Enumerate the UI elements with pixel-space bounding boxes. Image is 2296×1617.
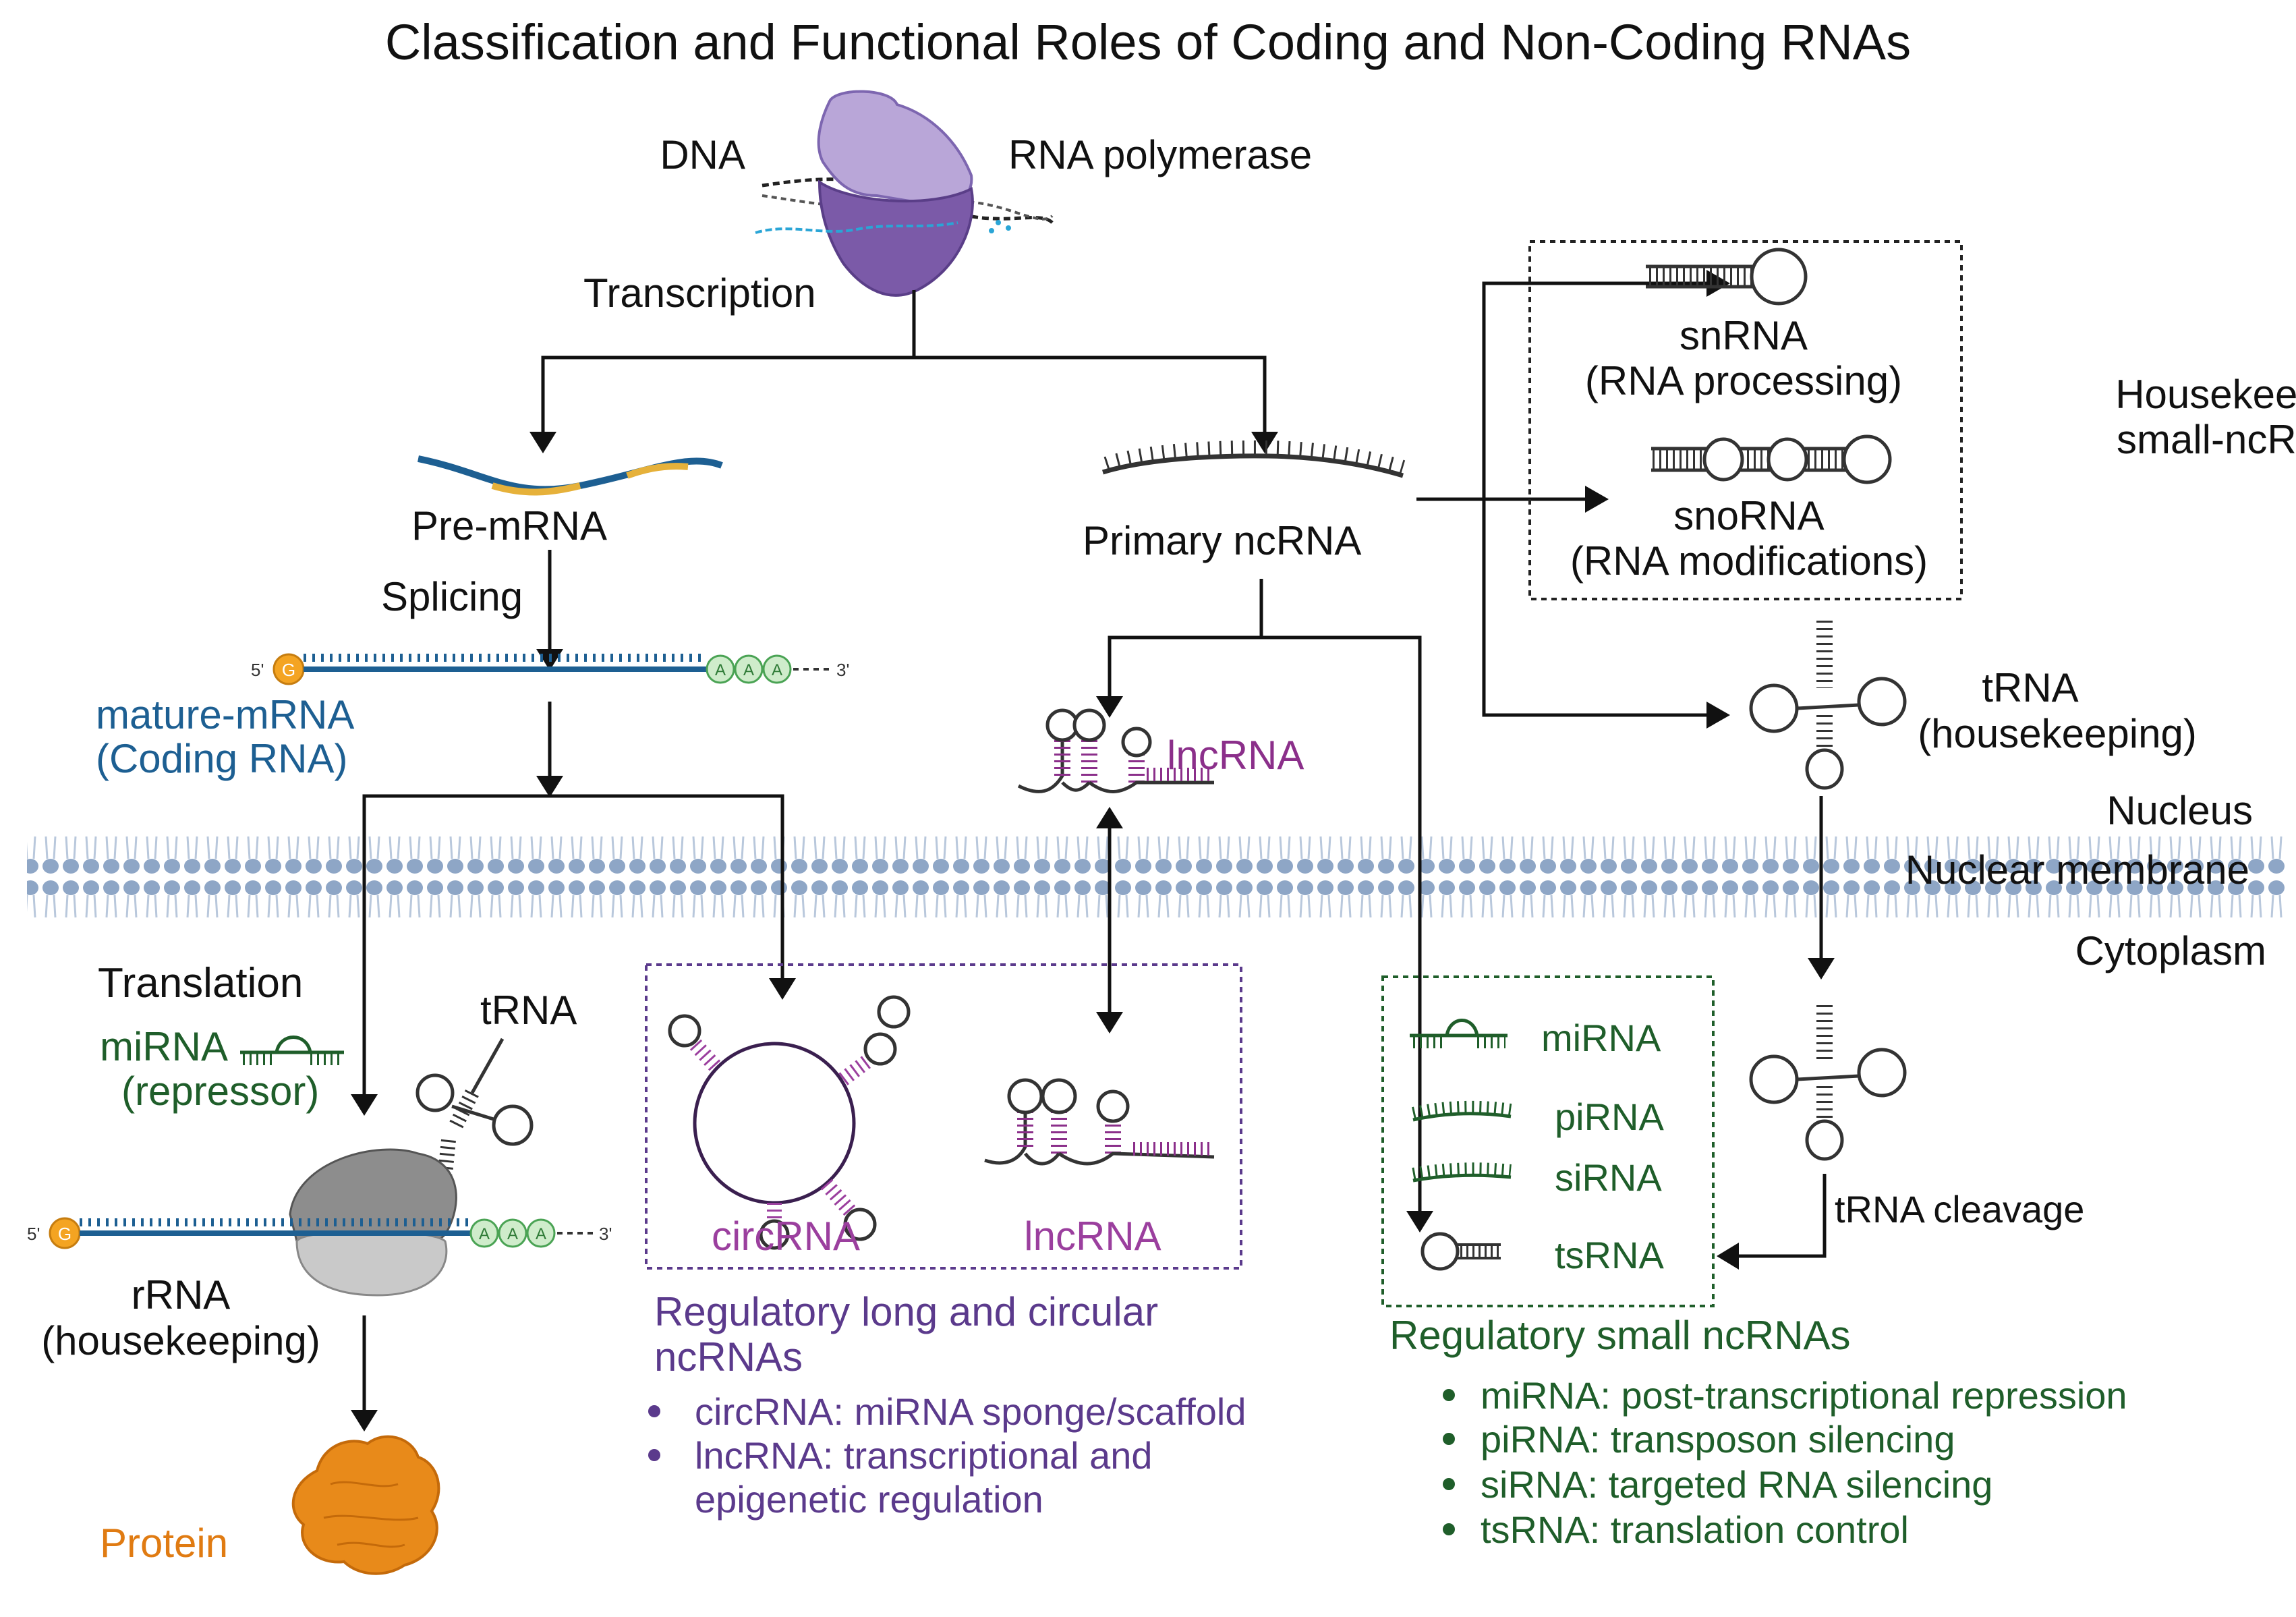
snorna-icon [1651, 434, 1892, 484]
coding-rna-label: (Coding RNA) [96, 736, 347, 781]
rrna-housekeeping-label: (housekeeping) [41, 1318, 320, 1363]
mature-mrna-3prime: 3' [836, 660, 849, 680]
trna-cleavage-label: tRNA cleavage [1835, 1188, 2084, 1230]
mirna-repressor-icon [240, 1036, 344, 1065]
mature-mrna-5prime: 5' [251, 660, 264, 680]
regulatory-small-box [1381, 975, 1715, 1307]
transcription-label: Transcription [583, 271, 816, 316]
protein-label: Protein [100, 1521, 228, 1566]
mature-mrna-icon: 5' G A A A 3' [251, 653, 849, 685]
snrna-role-label: (RNA processing) [1585, 358, 1902, 403]
lncrna-nucleus-icon [1017, 708, 1214, 793]
trna-cytoplasm-icon [1749, 1005, 1907, 1161]
snorna-role-label: (RNA modifications) [1570, 538, 1928, 584]
regulatory-long-item-circrna: circRNA: miRNA sponge/scaffold [695, 1390, 1246, 1433]
small-ncrnas-label: small-ncRNAs [2117, 417, 2296, 462]
lncrna-nucleus-label: lncRNA [1167, 733, 1304, 778]
mirna-small-icon [1410, 1019, 1508, 1048]
mirna-small-label: miRNA [1541, 1017, 1661, 1059]
nucleus-label: Nucleus [2106, 788, 2253, 833]
translating-mrna-icon: 5' G A A A 3' [27, 1217, 612, 1249]
nuclear-membrane-band [27, 835, 2287, 923]
ncrna-branch-arrows [1108, 281, 1713, 1220]
regulatory-small-item-tsrna: tsRNA: translation control [1481, 1508, 1909, 1551]
rrna-label: rRNA [132, 1272, 231, 1317]
mature-mrna-cap-label: G [282, 660, 295, 680]
lncrna-cyto-icon [984, 1078, 1215, 1166]
mature-mrna-label: mature-mRNA [96, 692, 354, 737]
translating-polya-a1: A [479, 1225, 490, 1243]
pre-mrna-label: Pre-mRNA [411, 503, 607, 548]
nuclear-membrane-label: Nuclear membrane [1905, 847, 2249, 892]
pre-mrna-icon [418, 455, 723, 496]
regulatory-long-title: Regulatory long and circular [654, 1289, 1158, 1334]
rna-polymerase-icon [755, 90, 1054, 297]
trna-nucleus-icon [1749, 621, 1907, 790]
translating-polya-a2: A [507, 1225, 518, 1243]
polya-a1: A [715, 661, 726, 679]
regulatory-long-title-2: ncRNAs [654, 1334, 803, 1380]
pirna-icon [1412, 1100, 1512, 1122]
regulatory-small-item-pirna: piRNA: transposon silencing [1481, 1418, 1955, 1460]
trna-ribosome-label: tRNA [480, 988, 577, 1033]
snrna-label: snRNA [1680, 313, 1808, 358]
splicing-label: Splicing [381, 574, 523, 619]
primary-ncrna-label: Primary ncRNA [1083, 518, 1361, 563]
translating-polya-a3: A [536, 1225, 546, 1243]
mirna-repressor-label: miRNA [100, 1024, 228, 1069]
snorna-label: snoRNA [1673, 493, 1824, 538]
translation-label: Translation [98, 960, 303, 1006]
regulatory-small-item-mirna: miRNA: post-transcriptional repression [1481, 1374, 2127, 1417]
trna-cleavage-arrow [1730, 1174, 1827, 1258]
trna-ribosome-icon [415, 1038, 534, 1175]
lncrna-cyto-label: lncRNA [1024, 1214, 1161, 1259]
cytoplasm-label: Cytoplasm [2075, 928, 2266, 973]
circrna-label: circRNA [712, 1214, 860, 1259]
trna-nucleus-label: tRNA [1982, 665, 2078, 710]
housekeeping-label: Housekeeping [2115, 372, 2296, 417]
protein-icon [291, 1435, 440, 1575]
repressor-label: (repressor) [121, 1069, 319, 1114]
dna-label: DNA [660, 132, 745, 177]
polya-a2: A [743, 661, 754, 679]
tsrna-icon [1420, 1232, 1501, 1271]
regulatory-long-item-lncrna-cont: epigenetic regulation [695, 1478, 1043, 1521]
ribosome-icon [289, 1148, 457, 1297]
sirna-icon [1412, 1162, 1512, 1183]
polya-a3: A [772, 661, 782, 679]
pirna-label: piRNA [1555, 1096, 1664, 1138]
regulatory-long-box [645, 963, 1242, 1270]
regulatory-small-title: Regulatory small ncRNAs [1389, 1313, 1851, 1358]
tsrna-label: tsRNA [1555, 1234, 1664, 1276]
page-title: Classification and Functional Roles of C… [385, 14, 1911, 70]
translating-mrna-3prime: 3' [599, 1224, 612, 1244]
rna-polymerase-label: RNA polymerase [1008, 132, 1312, 177]
regulatory-small-item-sirna: siRNA: targeted RNA silencing [1481, 1463, 1992, 1506]
primary-ncrna-icon [1101, 440, 1406, 478]
translating-mrna-5prime: 5' [27, 1224, 40, 1244]
sirna-label: siRNA [1555, 1156, 1662, 1199]
translating-mrna-cap-label: G [58, 1224, 71, 1244]
regulatory-long-item-lncrna: lncRNA: transcriptional and [695, 1434, 1153, 1477]
snrna-icon [1646, 248, 1808, 306]
housekeeping-box [1528, 240, 1963, 600]
trna-housekeeping-label: (housekeeping) [1918, 711, 2197, 756]
transcription-branch-arrows [541, 290, 1267, 438]
circrna-icon [668, 995, 911, 1250]
